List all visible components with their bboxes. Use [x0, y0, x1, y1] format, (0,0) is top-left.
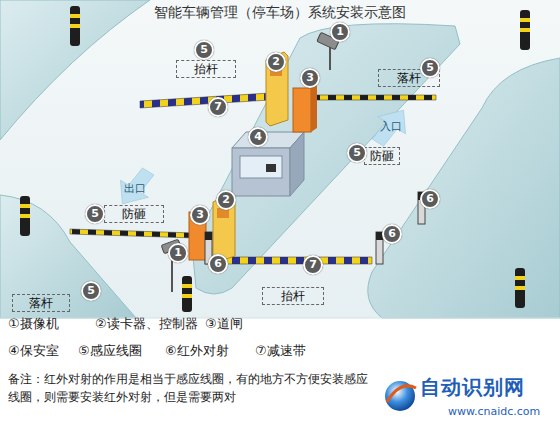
note-text: 备注：红外对射的作用是相当于感应线圈，有的地方不方便安装感应线圈，则需要安装红外… — [8, 370, 376, 406]
legend-text: ④保安室 — [8, 343, 59, 358]
bollard — [515, 268, 525, 308]
logo-text: 自动识别网 — [420, 374, 525, 401]
callout-number: 6 — [420, 189, 440, 209]
speed-bump — [140, 93, 270, 108]
loop-label: 防砸 — [365, 148, 399, 164]
direction-arrow: 出口 — [110, 166, 160, 210]
induction-loop: 防砸 — [364, 147, 400, 165]
logo-swoosh — [387, 386, 416, 402]
callout-number: 5 — [81, 281, 101, 301]
callout-number: 1 — [168, 243, 188, 263]
legend-item: ⑦减速带 — [255, 342, 306, 360]
bollard — [70, 6, 80, 46]
legend-item: ⑤感应线圈 — [78, 342, 142, 360]
callout-number: 3 — [190, 205, 210, 225]
legend-item: ⑥红外对射 — [165, 342, 229, 360]
arrow-label: 入口 — [366, 119, 416, 134]
induction-loop: 防砸 — [104, 205, 164, 223]
guard-house — [290, 132, 304, 196]
legend-item: ④保安室 — [8, 342, 59, 360]
divider — [0, 318, 560, 319]
callout-number: 2 — [266, 52, 286, 72]
card-reader — [266, 52, 288, 126]
legend-item: ②读卡器、控制器 — [95, 315, 198, 333]
callout-number: 7 — [208, 97, 228, 117]
callout-number: 1 — [330, 22, 350, 42]
barrier-arm — [70, 229, 195, 238]
arrow-shape — [110, 166, 160, 210]
legend-text: ⑦减速带 — [255, 343, 306, 358]
legend-item: ③道闸 — [205, 315, 243, 333]
barrier-gate — [293, 88, 311, 132]
loop-label: 抬杆 — [263, 288, 323, 304]
callout-number: 2 — [216, 190, 236, 210]
guard-window — [240, 156, 282, 178]
legend-text: ③道闸 — [205, 316, 243, 331]
bollard — [520, 10, 530, 50]
barrier-gate — [311, 84, 317, 132]
camera-pole — [329, 46, 331, 70]
callout-number: 6 — [208, 254, 228, 274]
callout-number: 5 — [347, 143, 367, 163]
loop-label: 落杆 — [13, 295, 69, 311]
direction-arrow: 入口 — [366, 104, 416, 148]
legend-item: ①摄像机 — [8, 315, 59, 333]
callout-number: 5 — [194, 40, 214, 60]
callout-number: 6 — [382, 224, 402, 244]
arrow-label: 出口 — [110, 181, 160, 196]
callout-number: 3 — [300, 68, 320, 88]
diagram-title: 智能车辆管理（停车场）系统安装示意图 — [0, 4, 560, 22]
island — [0, 0, 150, 140]
guard-house — [232, 148, 290, 196]
loop-label: 抬杆 — [177, 61, 235, 77]
bollard — [182, 276, 192, 312]
callout-number: 7 — [303, 255, 323, 275]
watermark-url: www.cnaidc.com — [448, 405, 540, 418]
loop-label: 防砸 — [105, 206, 163, 222]
arrow-shape — [366, 104, 416, 148]
island — [0, 195, 136, 318]
legend-text: ⑤感应线圈 — [78, 343, 142, 358]
logo-orb — [385, 381, 415, 411]
bollard — [20, 196, 30, 236]
callout-number: 5 — [85, 204, 105, 224]
callout-number: 5 — [420, 58, 440, 78]
monitor — [266, 164, 276, 172]
legend-text: ②读卡器、控制器 — [95, 316, 198, 331]
legend-text: ⑥红外对射 — [165, 343, 229, 358]
induction-loop: 抬杆 — [176, 60, 236, 78]
callout-number: 4 — [248, 127, 268, 147]
induction-loop: 抬杆 — [262, 287, 324, 305]
induction-loop: 落杆 — [12, 294, 70, 312]
infrared-post — [205, 232, 212, 240]
barrier-arm — [313, 95, 436, 100]
road-surface — [0, 0, 560, 318]
legend-text: ①摄像机 — [8, 316, 59, 331]
